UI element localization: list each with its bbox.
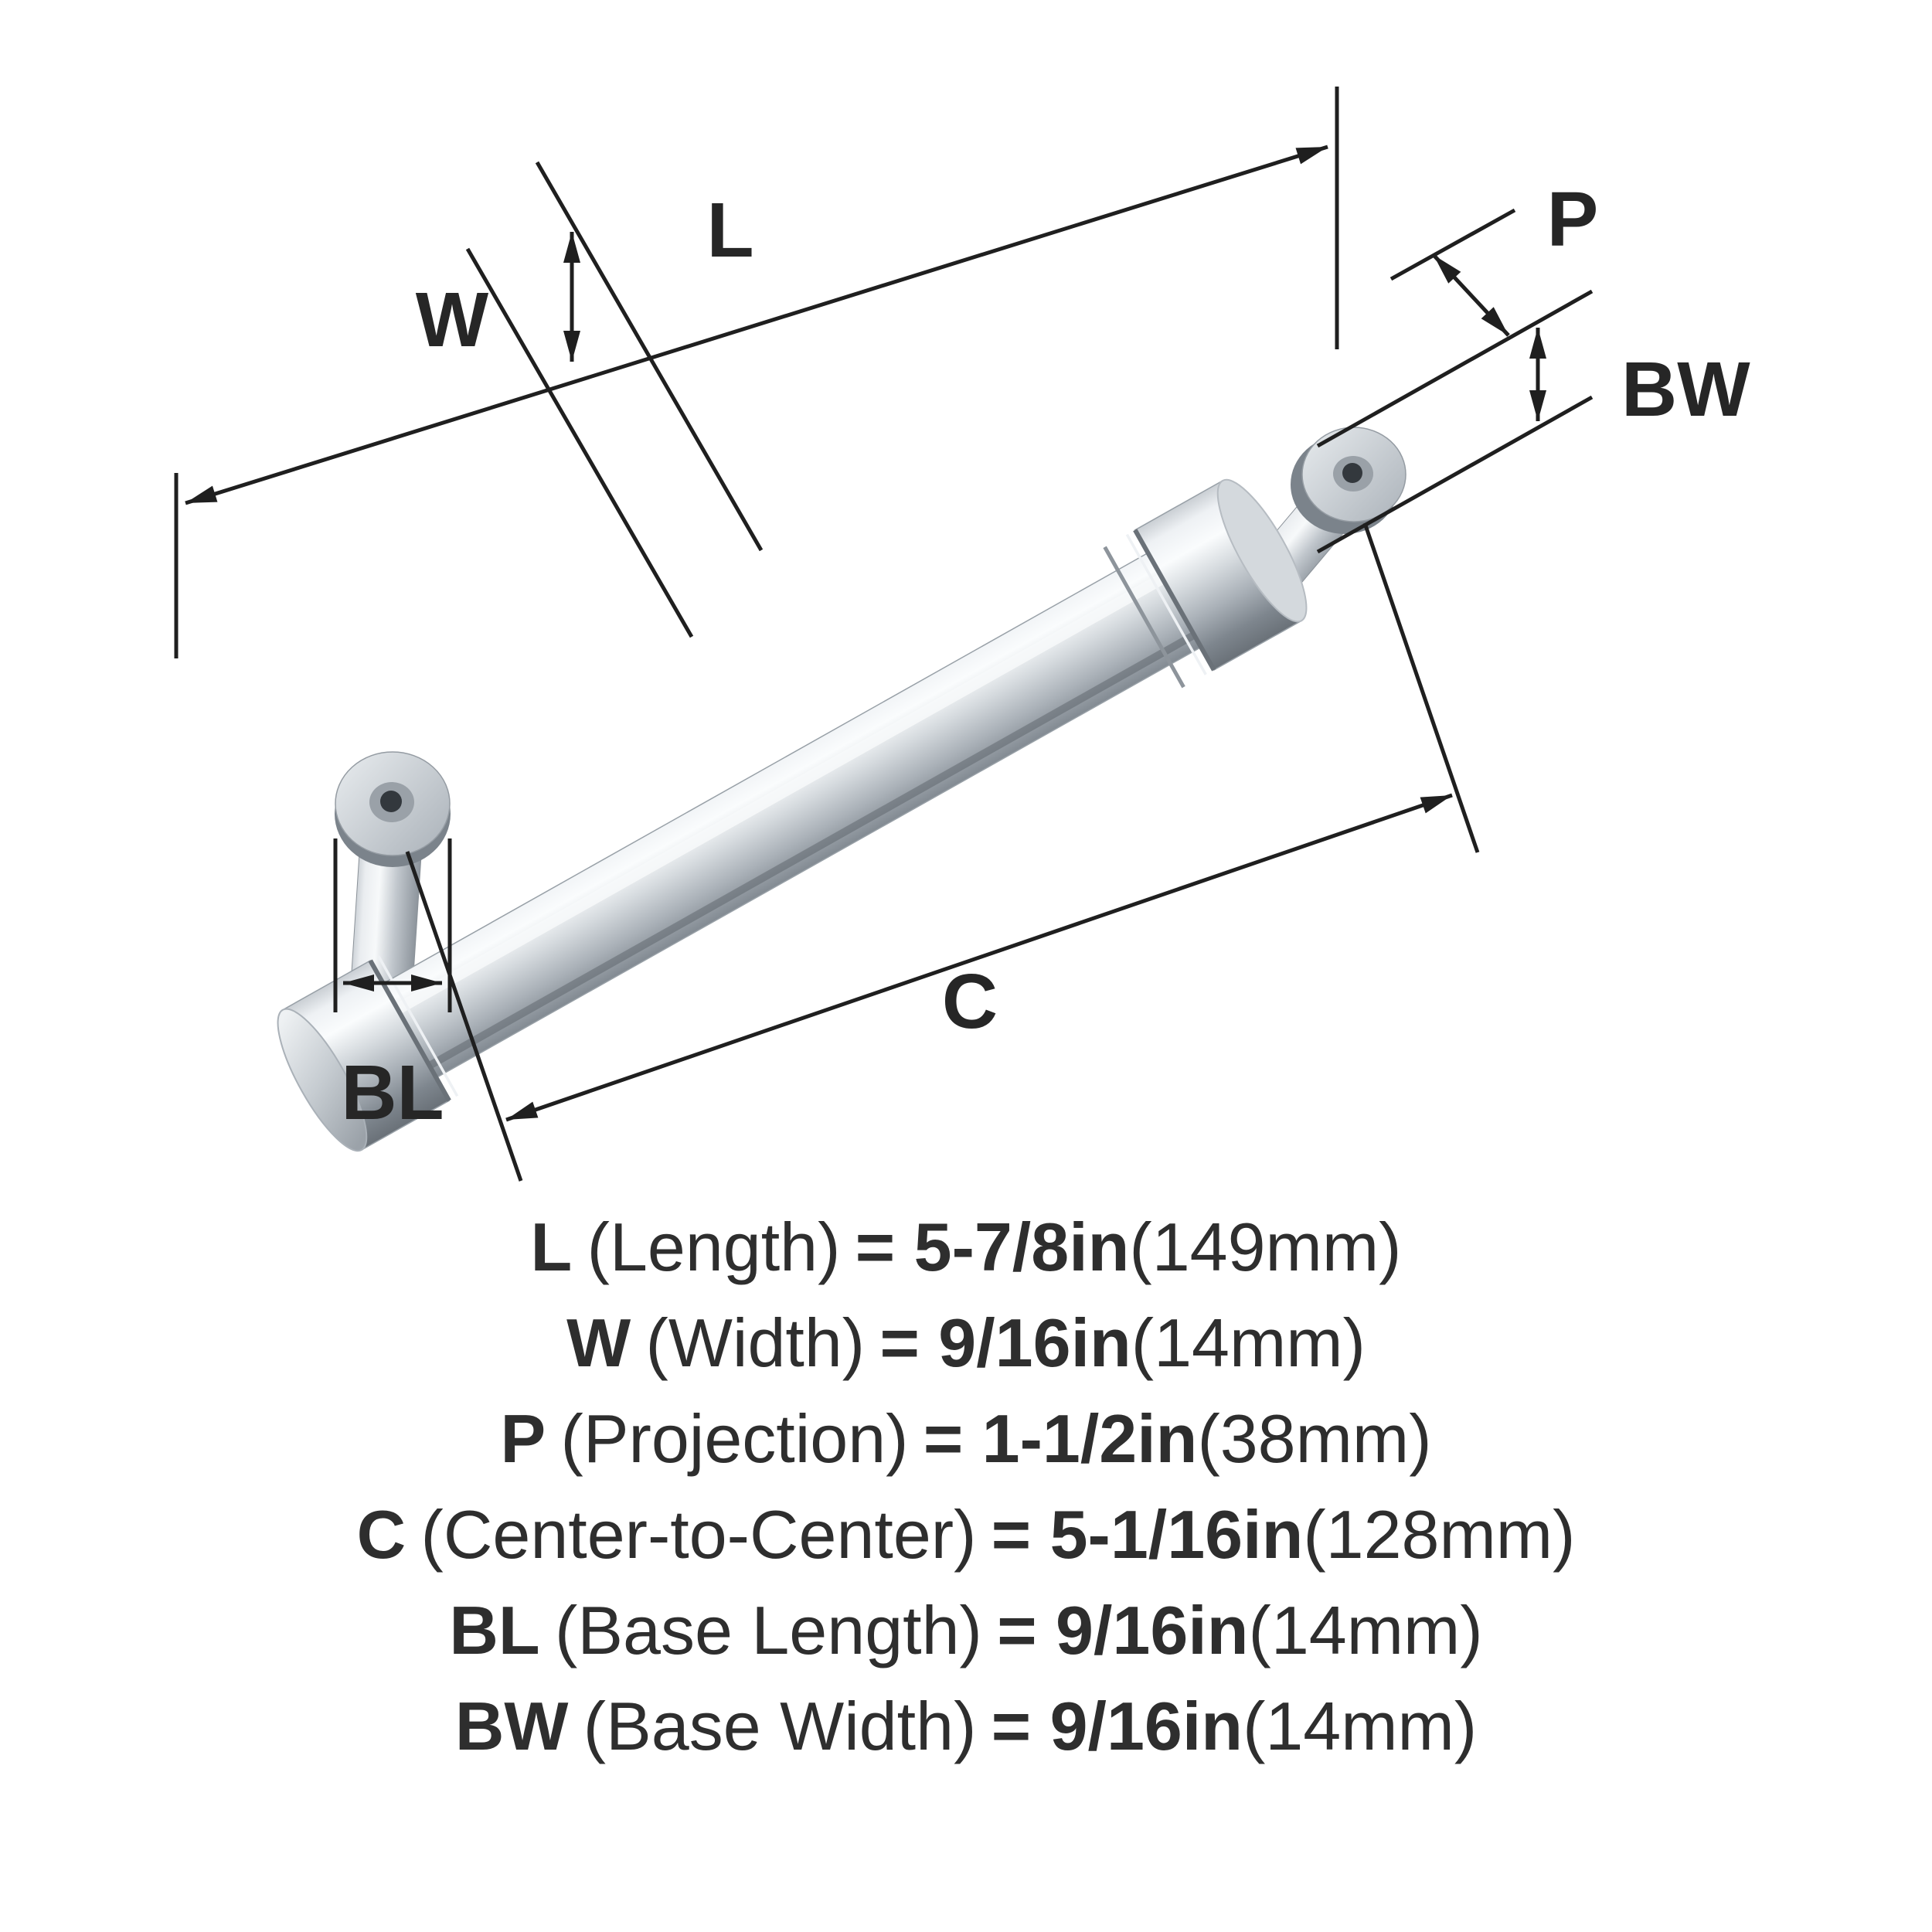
dimension-C (405, 522, 1480, 1182)
witness-line (1316, 289, 1594, 448)
end-cap-face-left (277, 1008, 368, 1152)
witness-line (1389, 208, 1516, 281)
spec-value: = 9/16in (879, 1304, 1131, 1381)
spec-name: (Width) (645, 1304, 866, 1381)
spec-value: = 5-1/16in (991, 1496, 1304, 1573)
spec-metric: (14mm) (1131, 1304, 1366, 1381)
spec-metric: (128mm) (1303, 1496, 1576, 1573)
spec-list: L(Length)= 5-7/8in(149mm) W(Width)= 9/16… (0, 1199, 1932, 1774)
dimension-L (174, 87, 1339, 658)
screw-hole-right (1342, 463, 1362, 483)
spec-line-length: L(Length)= 5-7/8in(149mm) (0, 1199, 1932, 1295)
spec-line-center-to-center: C(Center-to-Center)= 5-1/16in(128mm) (0, 1487, 1932, 1583)
spec-name: (Center-to-Center) (420, 1496, 977, 1573)
label-C: C (942, 958, 998, 1045)
spec-metric: (14mm) (1243, 1688, 1478, 1764)
spec-metric: (149mm) (1129, 1209, 1402, 1285)
screw-hole-left (380, 791, 402, 812)
label-P: P (1547, 176, 1599, 263)
dimension-P (1389, 208, 1516, 337)
witness-line (405, 851, 523, 1182)
spec-line-base-length: BL(Base Length)= 9/16in(14mm) (0, 1583, 1932, 1679)
spec-letter: P (500, 1400, 546, 1477)
label-BL: BL (341, 1049, 444, 1136)
spec-metric: (14mm) (1248, 1592, 1483, 1668)
dimension-W (465, 161, 764, 638)
spec-letter: BL (449, 1592, 540, 1668)
cap-ring-right-highlight (1125, 533, 1207, 675)
spec-name: (Length) (587, 1209, 841, 1285)
dimension-line-P (1432, 253, 1510, 337)
spec-metric: (38mm) (1197, 1400, 1432, 1477)
spec-value: = 9/16in (997, 1592, 1249, 1668)
spec-letter: BW (454, 1688, 569, 1764)
witness-line (1362, 522, 1480, 853)
spec-line-projection: P(Projection)= 1-1/2in(38mm) (0, 1391, 1932, 1487)
spec-letter: L (530, 1209, 573, 1285)
spec-value: = 5-7/8in (855, 1209, 1130, 1285)
spec-name: (Projection) (560, 1400, 909, 1477)
dimension-annotations (174, 87, 1594, 1182)
spec-name: (Base Width) (583, 1688, 977, 1764)
spec-value: = 1-1/2in (923, 1400, 1198, 1477)
dimension-BW (1316, 289, 1594, 554)
dimension-line-C (505, 793, 1453, 1122)
bar-groove-right (1103, 546, 1185, 689)
spec-letter: C (356, 1496, 406, 1573)
witness-line (1316, 395, 1594, 554)
witness-line (465, 247, 694, 638)
label-L: L (706, 187, 753, 274)
cap-ring-right (1133, 529, 1216, 672)
spec-name: (Base Length) (555, 1592, 982, 1668)
handle-dimension-drawing: W L P BW C BL (174, 87, 1750, 1182)
dimension-BL (333, 838, 452, 1012)
bar-highlight (341, 544, 1219, 1043)
spec-line-base-width: BW(Base Width)= 9/16in(14mm) (0, 1679, 1932, 1774)
dimension-line-L (185, 145, 1328, 505)
label-BW: BW (1621, 346, 1750, 433)
spec-value: = 9/16in (991, 1688, 1243, 1764)
label-W: W (416, 277, 489, 363)
spec-line-width: W(Width)= 9/16in(14mm) (0, 1295, 1932, 1391)
witness-line (535, 161, 764, 552)
spec-letter: W (566, 1304, 631, 1381)
